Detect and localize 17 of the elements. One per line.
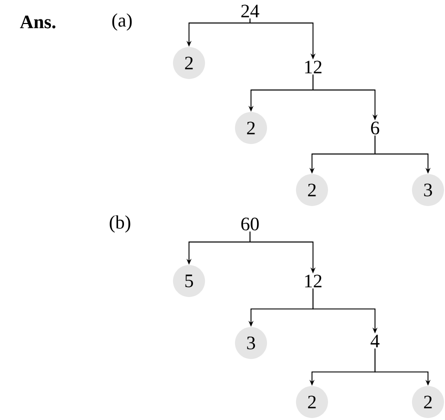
number: 60 [241,218,259,230]
circled-number: 3 [412,174,444,206]
label: Ans. [20,16,56,28]
number: 4 [370,334,380,348]
circled-number: 2 [412,386,444,418]
label: (a) [112,13,132,31]
circled-number: 3 [235,327,267,359]
circled-number: 2 [296,174,328,206]
circled-number: 2 [173,47,205,79]
label: (b) [110,215,130,233]
number: 12 [305,60,322,74]
number: 24 [241,4,260,18]
circled-number: 2 [235,112,267,144]
circled-number: 5 [173,265,205,297]
circled-number: 2 [296,386,328,418]
number: 6 [371,122,380,134]
number: 12 [305,274,322,288]
